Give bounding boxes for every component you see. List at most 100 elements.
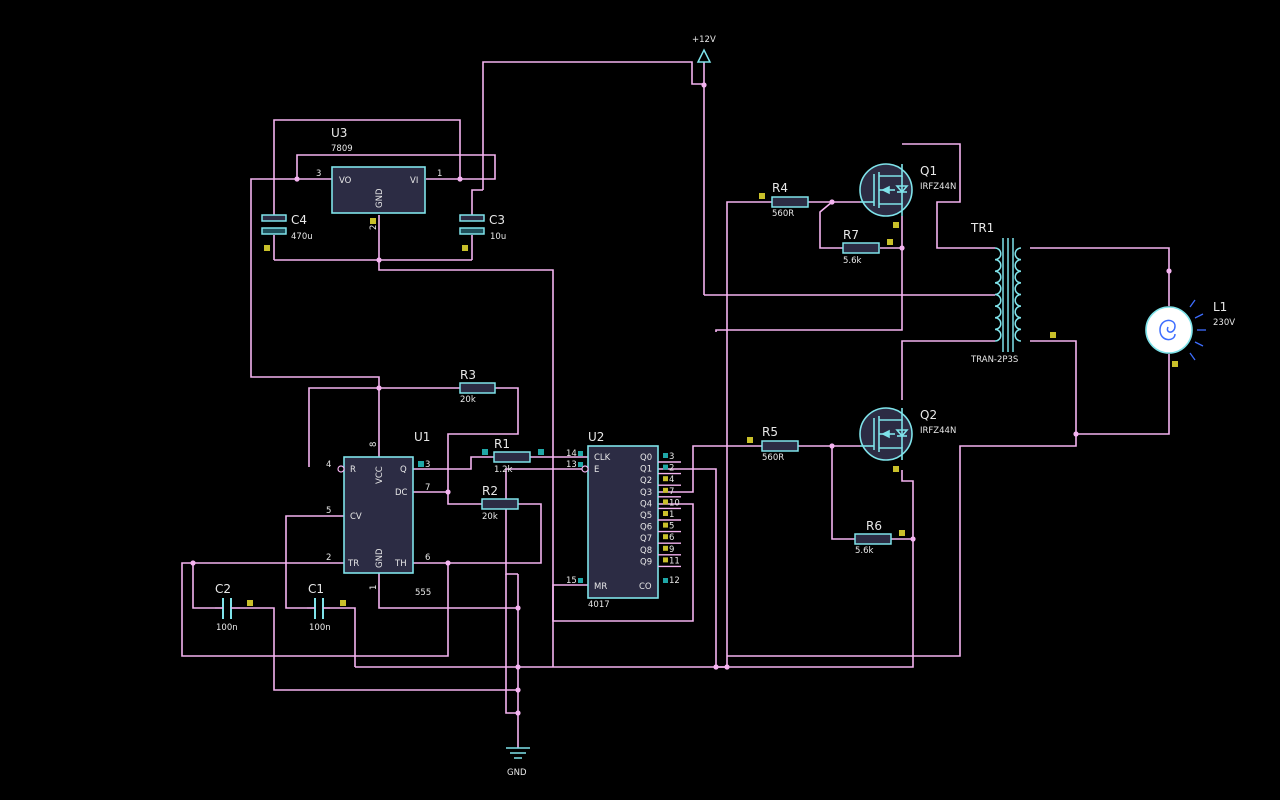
wire-vo[interactable] [250, 178, 380, 458]
wires[interactable] [181, 61, 1170, 748]
wire-q1-drain[interactable] [902, 143, 995, 249]
u2-output-pin-number: 4 [669, 475, 674, 485]
u1-pin-tr: TR [347, 559, 359, 569]
wire-th-down[interactable] [181, 562, 449, 657]
capacitor-c4[interactable]: C4 470u [261, 213, 313, 251]
u2-marker-co [663, 578, 668, 583]
l1-marker [1172, 361, 1178, 367]
r7-ref: R7 [843, 228, 859, 242]
wire-mr[interactable] [552, 503, 694, 622]
resistor-r5[interactable]: R5 560R [747, 425, 799, 463]
transformer-tr1[interactable]: TR1 TRAN-2P3S [970, 221, 1056, 365]
resistor-r1[interactable]: R1 1.2k [482, 437, 544, 475]
r3-ref: R3 [460, 368, 476, 382]
u2-output-q0: Q0 [640, 453, 652, 463]
wire-dc-r2[interactable] [447, 492, 482, 505]
u2-marker-clk [578, 451, 583, 456]
wire-reg-gnd[interactable] [378, 215, 554, 667]
wire-555-gnd[interactable] [378, 573, 518, 609]
wire-c2-right[interactable] [240, 607, 518, 691]
u2-pin-e: E [594, 465, 599, 475]
wire-gnd-left[interactable] [505, 574, 518, 714]
c2-ref: C2 [215, 582, 231, 596]
wire-c2[interactable] [192, 563, 215, 609]
u3-pin-vi: VI [410, 176, 418, 186]
wire-r6-right[interactable] [890, 470, 914, 540]
wire-cv[interactable] [285, 515, 344, 609]
r5-marker [747, 437, 753, 443]
wire-q1-out[interactable] [658, 468, 717, 667]
u1-pn-cv: 5 [326, 506, 331, 516]
wire-r2-right[interactable] [448, 503, 542, 564]
wire-c1-right[interactable] [330, 607, 356, 667]
wire-r6[interactable] [831, 446, 855, 540]
u2-output-marker [663, 499, 668, 505]
mosfet-q2[interactable]: Q2 IRFZ44N [859, 407, 956, 472]
resistor-r3[interactable]: R3 20k [459, 368, 496, 405]
l1-ref: L1 [1213, 300, 1227, 314]
wire-q1-source[interactable] [715, 216, 903, 332]
resistor-r4[interactable]: R4 560R [759, 181, 809, 219]
u2-pin-mr: MR [594, 582, 607, 592]
r2-ref: R2 [482, 484, 498, 498]
mosfet-q1[interactable]: Q1 IRFZ44N [859, 163, 956, 228]
wire-e[interactable] [505, 468, 588, 575]
u2-output-q6: Q6 [640, 523, 652, 533]
u2-pn-co: 12 [669, 576, 680, 586]
wire-sec-bottom[interactable] [1030, 340, 1170, 435]
c4-value: 470u [291, 232, 313, 242]
wire-vi-c3[interactable] [273, 119, 461, 215]
wire-vi-right[interactable] [471, 189, 483, 215]
wire-q-r1[interactable] [413, 456, 494, 470]
r5-value: 560R [762, 453, 784, 463]
u2-pin-clk: CLK [594, 453, 611, 463]
u2-output-pin-number: 11 [669, 556, 680, 566]
tr1-primary-winding [994, 247, 1002, 342]
c3-ref: C3 [489, 213, 505, 227]
u1-pn-dc: 7 [425, 483, 430, 493]
resistor-r6[interactable]: R6 5.6k [854, 519, 905, 556]
capacitor-c2[interactable]: C2 100n [215, 582, 253, 633]
resistor-r2[interactable]: R2 20k [481, 484, 519, 522]
capacitor-c1[interactable]: C1 100n [307, 582, 346, 633]
resistor-r7[interactable]: R7 5.6k [842, 228, 893, 266]
r3-value: 20k [460, 395, 476, 405]
u2-output-pin-number: 6 [669, 533, 674, 543]
r4-value: 560R [772, 209, 794, 219]
c2-value: 100n [216, 623, 238, 633]
wire-r4-in[interactable] [726, 201, 772, 667]
wire-vcc-top[interactable] [482, 61, 704, 190]
wire-r3-right[interactable] [447, 387, 519, 492]
capacitor-c3[interactable]: C3 10u [459, 213, 506, 251]
r7-value: 5.6k [843, 256, 862, 266]
u1-ref: U1 [414, 430, 430, 444]
wire-r-pin[interactable] [308, 387, 379, 467]
u1-marker [418, 461, 424, 467]
u2-pin-co: CO [639, 582, 652, 592]
wire-vi-to-vcc[interactable] [296, 154, 496, 180]
vcc-label: +12V [692, 35, 716, 45]
u2-output-pin-number: 5 [669, 522, 674, 532]
wire-r7[interactable] [819, 201, 843, 249]
wire-gnd-right[interactable] [727, 434, 1077, 657]
lamp-l1[interactable]: L1 230V [1145, 299, 1235, 367]
u1-timer-555[interactable]: U1 555 R VCC Q DC CV TR GND TH 4 8 3 7 5… [326, 430, 431, 598]
wire-sec-top[interactable] [1030, 247, 1170, 306]
u2-marker-mr [578, 578, 583, 583]
c1-value: 100n [309, 623, 331, 633]
c3-marker [462, 245, 468, 251]
vcc-terminal[interactable]: +12V [692, 35, 716, 63]
u2-pn-mr: 15 [566, 576, 577, 586]
u2-output-marker [663, 476, 668, 482]
gnd-terminal[interactable]: GND [506, 747, 530, 778]
u3-part: 7809 [331, 144, 353, 154]
wire-gnd-main[interactable] [355, 539, 914, 668]
u2-output-q2: Q2 [640, 476, 652, 486]
u2-output-pin-number: 1 [669, 510, 674, 520]
wire-q2-drain[interactable] [901, 340, 995, 400]
u2-output-q7: Q7 [640, 534, 652, 544]
r2-value: 20k [482, 512, 498, 522]
u3-regulator[interactable]: U3 7809 VO VI GND 3 1 2 [316, 126, 442, 230]
